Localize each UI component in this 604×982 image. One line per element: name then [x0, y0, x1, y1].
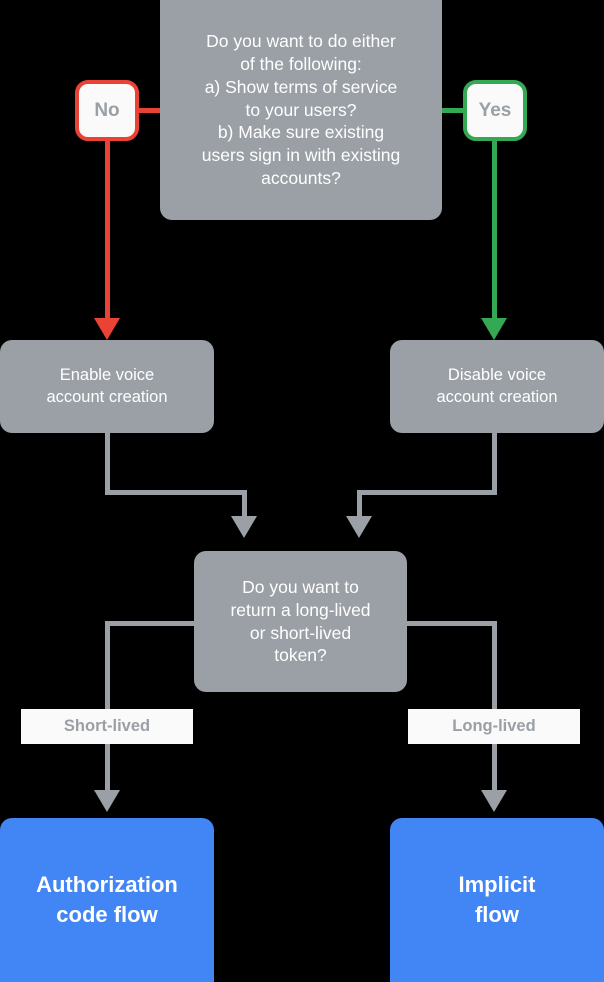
connector-short-lived-across [105, 621, 205, 626]
outcome-node-implicit-flow: Implicit flow [390, 818, 604, 982]
decision-node-terms-or-existing-users: Do you want to do either of the followin… [160, 0, 442, 220]
connector-disable-into-decision [357, 490, 362, 518]
arrowhead-no-to-enable [94, 318, 120, 340]
branch-label-long-lived-text: Long-lived [452, 717, 536, 735]
outcome-node-implicit-flow-label: Implicit flow [458, 872, 536, 927]
branch-badge-no: No [75, 80, 139, 141]
process-node-disable-voice-account-creation: Disable voice account creation [390, 340, 604, 433]
branch-label-short-lived: Short-lived [21, 709, 193, 744]
connector-yes-to-disable [492, 141, 497, 322]
process-node-disable-voice-account-creation-label: Disable voice account creation [436, 366, 558, 406]
process-node-enable-voice-account-creation-label: Enable voice account creation [46, 366, 168, 406]
branch-label-short-lived-text: Short-lived [63, 717, 151, 735]
decision-node-token-lifetime-label: Do you want to return a long-lived or sh… [230, 577, 371, 666]
arrowhead-to-implicit-flow [481, 790, 507, 812]
arrowhead-disable-to-decision [346, 516, 372, 538]
arrowhead-enable-to-decision [231, 516, 257, 538]
arrowhead-yes-to-disable [481, 318, 507, 340]
connector-yes-stub [440, 108, 465, 113]
arrowhead-to-authorization-code-flow [94, 790, 120, 812]
connector-enable-down [105, 433, 110, 495]
connector-long-lived-down [492, 621, 497, 793]
connector-enable-into-decision [242, 490, 247, 518]
connector-disable-down [492, 433, 497, 495]
branch-badge-yes-label: Yes [478, 99, 512, 121]
connector-no-to-enable [105, 141, 110, 322]
branch-badge-yes: Yes [463, 80, 527, 141]
outcome-node-authorization-code-flow-label: Authorization code flow [36, 872, 178, 927]
connector-enable-across [105, 490, 247, 495]
branch-label-long-lived: Long-lived [408, 709, 580, 744]
branch-badge-no-label: No [94, 99, 120, 121]
connector-no-stub [137, 108, 162, 113]
process-node-enable-voice-account-creation: Enable voice account creation [0, 340, 214, 433]
connector-short-lived-down [105, 621, 110, 793]
decision-node-token-lifetime: Do you want to return a long-lived or sh… [194, 551, 407, 692]
connector-disable-across [357, 490, 497, 495]
outcome-node-authorization-code-flow: Authorization code flow [0, 818, 214, 982]
decision-node-terms-or-existing-users-label: Do you want to do either of the followin… [201, 31, 401, 188]
connector-long-lived-across [397, 621, 497, 626]
